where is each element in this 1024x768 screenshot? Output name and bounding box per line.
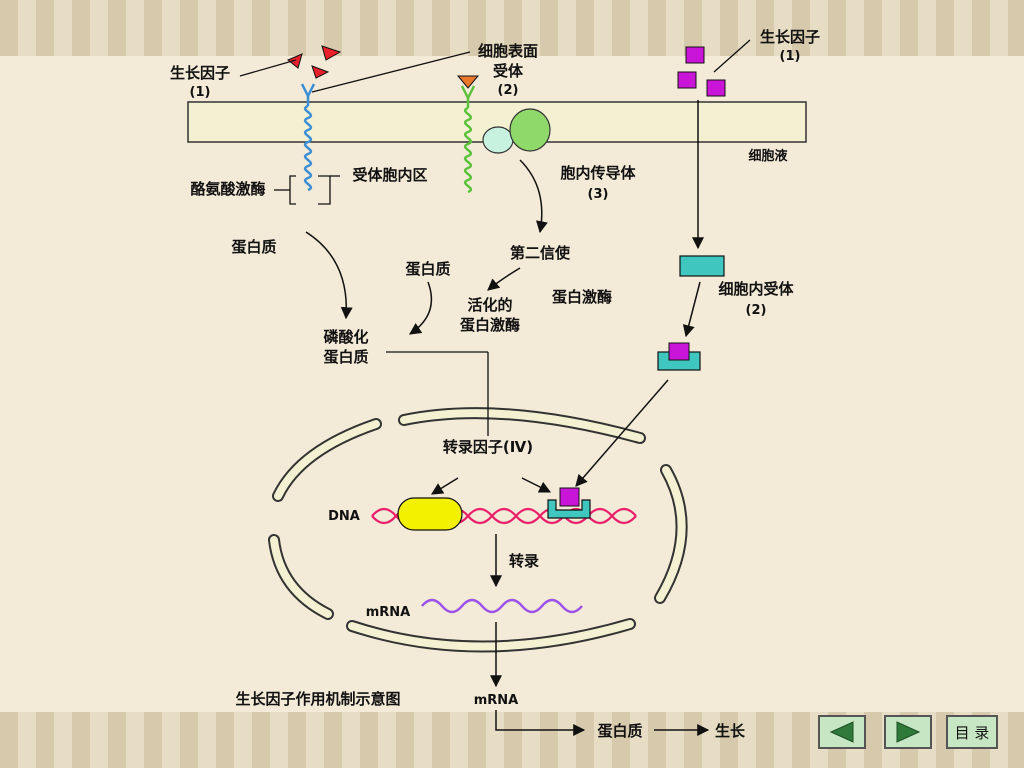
dna-receptor-complex — [547, 499, 591, 519]
label-intracellular-receptor: 细胞内受体 — [718, 280, 794, 298]
label-transcription-factor: 转录因子(Ⅳ) — [443, 438, 533, 456]
transducer-large — [509, 108, 551, 152]
receptor-blue — [300, 83, 316, 192]
mrna-wave — [421, 598, 583, 614]
caption: 生长因子作用机制示意图 — [235, 690, 400, 708]
label-transcription: 转录 — [509, 552, 539, 570]
label-transducer-num: (3) — [588, 187, 609, 202]
label-mrna-outer: mRNA — [474, 693, 519, 708]
transcription-factor-yellow — [397, 497, 463, 531]
label-protein-left: 蛋白质 — [231, 238, 276, 256]
receptor-green — [460, 85, 476, 194]
label-growth-factor-left-num: (1) — [190, 85, 211, 100]
label-receptor-intracellular: 受体胞内区 — [352, 166, 427, 184]
label-dna: DNA — [328, 509, 360, 524]
label-surface-receptor-2: 受体 — [493, 62, 524, 80]
label-second-messenger: 第二信使 — [510, 244, 571, 262]
top-decorative-band — [0, 0, 1024, 56]
label-surface-receptor-num: (2) — [498, 83, 519, 98]
label-cytoplasm: 细胞液 — [748, 148, 787, 164]
label-growth-factor-left: 生长因子 — [170, 64, 230, 82]
triangle-left-icon — [829, 721, 854, 743]
label-growth: 生长 — [715, 722, 746, 740]
label-protein-out: 蛋白质 — [597, 722, 642, 740]
label-growth-factor-right: 生长因子 — [760, 28, 820, 46]
label-activated: 活化的 — [467, 296, 512, 314]
nuclear-envelope — [268, 407, 688, 653]
intracellular-receptor-box — [679, 255, 725, 277]
connector-lines — [239, 39, 751, 436]
label-surface-receptor: 细胞表面 — [478, 42, 538, 60]
bound-factor — [668, 342, 690, 361]
flow-arrows — [305, 100, 710, 736]
label-protein-kinase: 蛋白激酶 — [552, 288, 612, 306]
growth-factor-triangles — [287, 45, 480, 89]
label-activated-kinase: 蛋白激酶 — [460, 316, 520, 334]
label-growth-factor-right-num: (1) — [780, 49, 801, 64]
label-tyrosine-kinase: 酪氨酸激酶 — [190, 180, 265, 198]
triangle-right-icon — [896, 721, 921, 743]
growth-factor-squares — [677, 46, 726, 97]
dna-bound-factor — [559, 487, 580, 507]
next-button[interactable] — [884, 715, 932, 749]
menu-button[interactable]: 目 录 — [946, 715, 998, 749]
transducer-small — [482, 126, 514, 154]
label-intracellular-receptor-num: (2) — [746, 303, 767, 318]
label-phospho-protein: 蛋白质 — [323, 348, 368, 366]
label-mrna-inner: mRNA — [366, 605, 411, 620]
label-phospho: 磷酸化 — [323, 328, 368, 346]
previous-button[interactable] — [818, 715, 866, 749]
label-transducer: 胞内传导体 — [559, 164, 636, 182]
label-protein-mid: 蛋白质 — [405, 260, 450, 278]
